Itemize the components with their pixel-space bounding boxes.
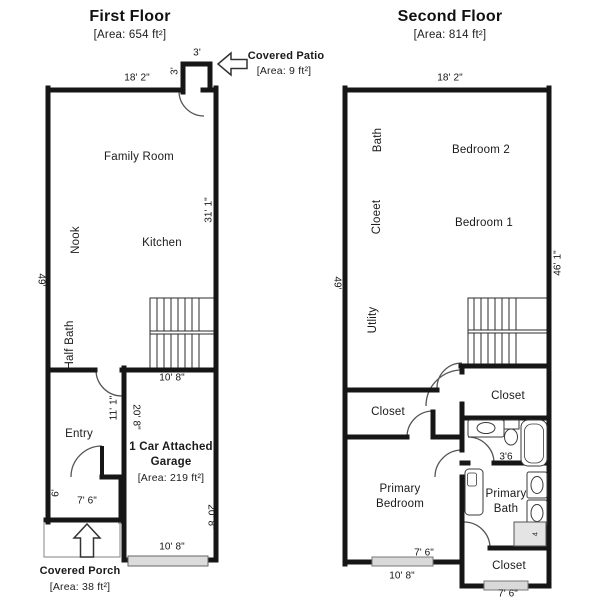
room-kitchen: Kitchen [142, 237, 182, 249]
dim-bath-width: 3'6 [499, 451, 513, 463]
porch-arrow-icon [72, 522, 102, 558]
window-primary-bedroom [371, 556, 434, 567]
room-bedroom-1: Bedroom 1 [454, 217, 514, 229]
dim-porch-width: 7' 6" [77, 495, 97, 507]
room-bedroom-2: Bedroom 2 [451, 144, 511, 156]
dim-patio-depth: 3' [169, 67, 181, 75]
second-floor-title: Second Floor [397, 8, 503, 25]
bath-fixtures [464, 419, 548, 547]
second-floor-stairs [467, 297, 550, 367]
covered-patio-area: [Area: 9 ft²] [256, 65, 312, 77]
room-half-bath: Half Bath [64, 320, 76, 370]
second-floor-area: [Area: 814 ft²] [413, 29, 487, 41]
room-primary-bedroom-line1: Primary [379, 483, 421, 495]
dim-f2-right-height: 46' 1" [552, 250, 564, 276]
room-nook: Nook [70, 226, 82, 254]
dim-bedroom-width: 7' 6" [414, 547, 434, 559]
dim-patio-width: 3' [193, 47, 201, 59]
dim-porch-depth: 6' [50, 489, 62, 497]
room-garage-line2: Garage [150, 456, 192, 468]
room-entry: Entry [65, 428, 93, 440]
room-utility: Utlity [367, 306, 379, 334]
room-family-room: Family Room [104, 151, 174, 163]
patio-arrow-icon [216, 51, 248, 77]
first-floor-walls [43, 61, 219, 563]
room-closet-upper: Cloeet [371, 199, 383, 235]
room-closet-stairs: Closet [491, 390, 525, 402]
dim-f2-top-width: 18' 2" [437, 72, 463, 84]
room-garage-area: [Area: 219 ft²] [137, 472, 205, 484]
covered-porch-area: [Area: 38 ft²] [49, 581, 111, 593]
room-primary-bedroom-line2: Bedroom [375, 498, 425, 510]
garage-door [127, 555, 209, 567]
dim-garage-door: 10' 8" [159, 541, 185, 553]
first-floor-stairs [149, 297, 217, 369]
linen-closet [513, 521, 547, 547]
first-floor-title: First Floor [89, 8, 171, 25]
room-closet-bottom: Closet [492, 560, 526, 572]
dim-f1-top-width: 18' 2" [124, 72, 150, 84]
room-bath: Bath [372, 127, 384, 153]
dim-closet-width: 7' 6" [498, 588, 518, 600]
dim-stair-wall: 10' 8" [159, 372, 185, 384]
window-bottom-closet [483, 580, 529, 591]
first-floor-area: [Area: 654 ft²] [93, 29, 167, 41]
room-closet-left: Closet [371, 406, 405, 418]
windows [371, 556, 529, 591]
dim-entry-hall: 11' 1" [108, 395, 120, 421]
covered-porch-label: Covered Porch [39, 565, 121, 577]
room-garage-line1: 1 Car Attached [129, 441, 213, 453]
first-floor-door-arcs [70, 90, 205, 478]
covered-patio-label: Covered Patio [247, 50, 325, 62]
room-primary-bath-line2: Bath [493, 503, 519, 515]
room-primary-bath-line1: Primary [485, 488, 527, 500]
dim-f1-left-height: 49' [35, 273, 47, 287]
toilet-tank [503, 419, 520, 430]
dim-garage-left: 20' 8" [130, 404, 142, 430]
dim-linen: 4 [530, 531, 540, 537]
second-floor-walls [342, 85, 552, 589]
toilet-bowl [504, 428, 518, 446]
dim-bedroom-width-outer: 10' 8" [389, 570, 415, 582]
dim-f2-left-height: 49' [331, 276, 343, 290]
dim-f1-right-height: 31' 1" [203, 197, 215, 223]
dim-garage-right: 20' 8" [205, 504, 217, 530]
